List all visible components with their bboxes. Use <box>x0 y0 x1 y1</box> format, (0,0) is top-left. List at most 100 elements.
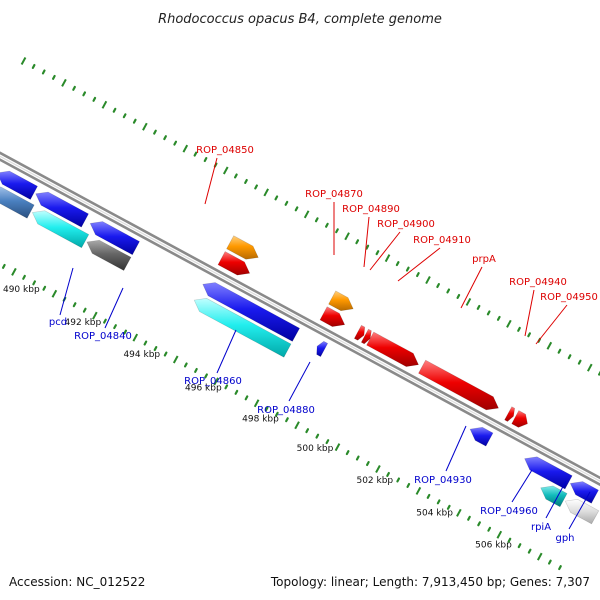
reverse-ruler-tick <box>204 373 208 379</box>
forward-ruler-tick <box>384 254 391 263</box>
rop-04900b-feature <box>360 328 372 345</box>
reverse-ruler-tick <box>1 263 6 269</box>
forward-ruler-tick <box>193 151 198 157</box>
rop-04820-feature <box>0 170 38 200</box>
forward-ruler-tick <box>182 144 189 153</box>
forward-ruler-tick <box>527 332 531 338</box>
rop-04910-label: ROP_04910 <box>413 235 471 246</box>
rop-04890-leader <box>363 216 370 268</box>
reverse-ruler-tick <box>213 377 219 386</box>
forward-ruler-tick <box>476 304 481 310</box>
reverse-ruler-tick <box>446 504 451 510</box>
forward-ruler-tick <box>72 85 76 91</box>
reverse-ruler-tick <box>386 471 390 477</box>
gph-label: gph <box>555 533 574 544</box>
forward-ruler-tick <box>506 319 512 328</box>
reverse-ruler-tick <box>163 351 168 357</box>
rop-04930-label: ROP_04930 <box>414 475 472 486</box>
forward-ruler-tick <box>587 363 593 372</box>
rop-04940-label: ROP_04940 <box>509 277 567 288</box>
rop-04900-label: ROP_04900 <box>377 219 435 230</box>
gph-leader <box>568 491 591 530</box>
rop-04830-feature <box>35 191 89 228</box>
forward-ruler-tick <box>577 359 582 365</box>
reverse-ruler-tick <box>396 477 401 483</box>
rop-04870-feature <box>328 290 354 312</box>
scale-label: 500 kbp <box>297 444 334 454</box>
reverse-ruler-tick <box>415 486 422 495</box>
reverse-ruler-tick <box>345 450 350 456</box>
forward-ruler-tick <box>325 222 329 228</box>
forward-ruler-tick <box>132 118 137 124</box>
reverse-ruler-tick <box>365 461 370 467</box>
reverse-ruler-tick <box>143 340 148 346</box>
rop-04860-label: ROP_04860 <box>184 376 242 387</box>
ruler-ticks <box>1 56 600 571</box>
rpiA-leader <box>545 480 567 519</box>
scale-label: 504 kbp <box>416 509 453 519</box>
reverse-ruler-tick <box>132 333 139 342</box>
pcd-label: pcd <box>49 317 67 328</box>
rop-04900-leader <box>369 231 401 271</box>
reverse-ruler-tick <box>315 433 320 439</box>
rop-04842-feature <box>86 239 132 271</box>
reverse-ruler-tick <box>103 318 107 324</box>
reverse-ruler-tick <box>274 411 279 417</box>
reverse-ruler-tick <box>51 289 58 298</box>
forward-ruler-tick <box>303 210 310 219</box>
backbone-lower-rule <box>0 158 600 487</box>
reverse-ruler-tick <box>456 508 462 517</box>
rop-04870-label: ROP_04870 <box>305 189 363 200</box>
reverse-ruler-tick <box>536 552 543 561</box>
forward-ruler-tick <box>61 78 67 87</box>
reverse-ruler-tick <box>507 537 512 543</box>
reverse-ruler-tick <box>426 493 431 499</box>
forward-ruler-tick <box>284 200 289 206</box>
scale-label: 506 kbp <box>475 541 512 551</box>
forward-ruler-tick <box>41 69 46 75</box>
forward-ruler-tick <box>405 266 410 272</box>
rop-04880-feature <box>316 340 329 358</box>
reverse-ruler-tick <box>264 406 269 412</box>
reverse-ruler-tick <box>234 389 239 395</box>
forward-ruler-tick <box>365 244 370 250</box>
pcd-leader <box>59 267 74 316</box>
rop-04890-label: ROP_04890 <box>342 204 400 215</box>
rop-04960-feature <box>524 456 573 490</box>
rop-04960-label: ROP_04960 <box>480 506 538 517</box>
forward-ruler-tick <box>122 113 127 119</box>
forward-ruler-tick <box>465 297 472 306</box>
rop-04845-feature <box>226 235 259 260</box>
topology-summary: Topology: linear; Length: 7,913,450 bp; … <box>270 575 590 589</box>
reverse-ruler-tick <box>467 515 471 521</box>
reverse-ruler-tick <box>82 307 87 313</box>
forward-ruler-tick <box>254 184 258 190</box>
scale-label: 490 kbp <box>3 285 40 295</box>
scale-label: 492 kbp <box>65 318 102 328</box>
forward-ruler-tick <box>274 195 279 201</box>
pcd-feature <box>0 186 35 219</box>
rop-04865-feature <box>193 297 292 358</box>
reverse-ruler-tick <box>244 395 249 401</box>
reverse-ruler-tick <box>113 324 117 330</box>
forward-ruler-tick <box>344 232 350 241</box>
forward-ruler-tick <box>163 135 167 141</box>
prpA-label: prpA <box>472 254 496 265</box>
reverse-ruler-tick <box>285 417 289 423</box>
backbone-centre <box>0 155 600 482</box>
reverse-ruler-tick <box>406 482 411 488</box>
forward-ruler-tick <box>496 315 501 321</box>
forward-ruler-tick <box>567 354 572 360</box>
forward-ruler-tick <box>375 250 380 256</box>
prpA-leader <box>460 266 483 309</box>
reverse-ruler-tick <box>253 399 260 408</box>
rop-04850-label: ROP_04850 <box>196 145 254 156</box>
reverse-ruler-tick <box>194 367 198 373</box>
rop-04880-leader <box>288 361 311 402</box>
rop-04960-leader <box>511 469 533 503</box>
rop-04950-leader <box>535 304 568 345</box>
reverse-ruler-tick <box>11 267 17 276</box>
scale-label: 498 kbp <box>242 414 279 424</box>
rop-04950-feature <box>511 410 528 428</box>
forward-ruler-tick <box>92 96 97 102</box>
